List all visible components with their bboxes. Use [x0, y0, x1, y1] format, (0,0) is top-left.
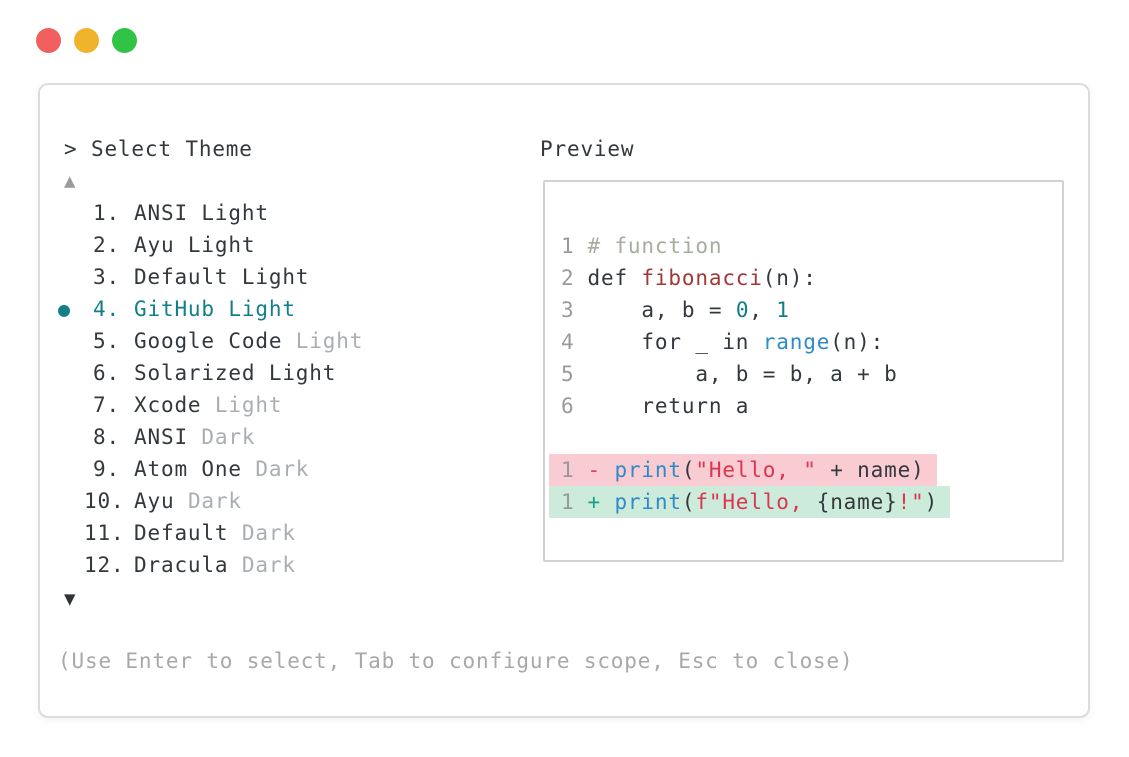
code-line: 3 a, b = 0, 1: [545, 294, 1062, 326]
keyboard-hint: (Use Enter to select, Tab to configure s…: [58, 649, 854, 673]
theme-item-number: 11.: [84, 521, 125, 545]
theme-item-number: 1.: [93, 201, 120, 225]
theme-item-number: 5.: [93, 329, 120, 353]
theme-item-number: 12.: [84, 553, 125, 577]
maximize-button[interactable]: [112, 28, 137, 53]
close-button[interactable]: [36, 28, 61, 53]
theme-item-number: 4.: [93, 297, 120, 321]
code-token: +: [587, 490, 615, 514]
theme-list-item[interactable]: ● 4. GitHub Light: [58, 293, 363, 325]
theme-item-label: Google Code: [134, 329, 296, 353]
scroll-down-icon[interactable]: ▼: [64, 588, 77, 610]
theme-item-label: GitHub Light: [134, 297, 296, 321]
code-token: a, b = b, a + b: [587, 362, 898, 386]
code-line: 6 return a: [545, 390, 1062, 422]
theme-item-variant: Dark: [241, 553, 296, 577]
code-token: 0: [735, 298, 750, 322]
theme-item-number: 7.: [93, 393, 120, 417]
code-token: # function: [587, 234, 723, 258]
code-token: (: [681, 458, 696, 482]
code-token: a, b =: [587, 298, 736, 322]
theme-item-label: ANSI: [134, 425, 202, 449]
code-token: !": [897, 490, 925, 514]
theme-item-number: 10.: [84, 489, 125, 513]
theme-list-item[interactable]: 8. ANSI Dark: [58, 421, 363, 453]
code-line: 5 a, b = b, a + b: [545, 358, 1062, 390]
theme-list-item[interactable]: 10. Ayu Dark: [58, 485, 363, 517]
code-token: print: [614, 490, 682, 514]
code-token: (n):: [762, 266, 817, 290]
theme-item-variant: Dark: [255, 457, 310, 481]
code-token: f"Hello,: [695, 490, 817, 514]
code-token: def: [587, 266, 642, 290]
code-line: 2 def fibonacci(n):: [545, 262, 1062, 294]
theme-item-label: Dracula: [134, 553, 242, 577]
theme-list: 1. ANSI Light 2. Ayu Light 3. Default Light ● 4…: [58, 197, 363, 581]
code-token: {name}: [816, 490, 898, 514]
line-number: 1: [561, 490, 575, 514]
line-number: 4: [561, 330, 575, 354]
theme-list-item[interactable]: 2. Ayu Light: [58, 229, 363, 261]
theme-list-item[interactable]: 11. Default Dark: [58, 517, 363, 549]
theme-list-item[interactable]: 5. Google Code Light: [58, 325, 363, 357]
code-token: + name): [816, 458, 925, 482]
theme-picker-window: > Select Theme ▲ 1. ANSI Light 2. Ayu Light…: [38, 83, 1090, 718]
theme-picker-prompt: > Select Theme: [64, 137, 253, 161]
theme-list-item[interactable]: 3. Default Light: [58, 261, 363, 293]
code-token: fibonacci: [641, 266, 763, 290]
theme-item-label: Ayu: [134, 489, 188, 513]
theme-list-item[interactable]: 7. Xcode Light: [58, 389, 363, 421]
diff-line-added: 1 + print(f"Hello, {name}!"): [549, 486, 951, 518]
line-number: 1: [561, 234, 575, 258]
code-token: return a: [587, 394, 750, 418]
scroll-up-icon[interactable]: ▲: [64, 170, 77, 192]
theme-item-variant: Dark: [187, 489, 242, 513]
code-line: 4 for _ in range(n):: [545, 326, 1062, 358]
code-token: (: [681, 490, 696, 514]
theme-item-label: Solarized Light: [134, 361, 337, 385]
theme-item-variant: Light: [214, 393, 283, 417]
theme-item-label: Xcode: [134, 393, 215, 417]
theme-list-item[interactable]: 9. Atom One Dark: [58, 453, 363, 485]
code-token: -: [587, 458, 615, 482]
theme-list-item[interactable]: 1. ANSI Light: [58, 197, 363, 229]
theme-item-label: Default Light: [134, 265, 310, 289]
code-token: 1: [776, 298, 790, 322]
code-token: "Hello, ": [695, 458, 817, 482]
theme-item-number: 3.: [93, 265, 120, 289]
theme-item-label: Atom One: [134, 457, 256, 481]
minimize-button[interactable]: [74, 28, 99, 53]
line-number: 6: [561, 394, 575, 418]
line-number: 2: [561, 266, 575, 290]
selected-bullet-icon: ●: [58, 297, 71, 321]
theme-list-item[interactable]: 6. Solarized Light: [58, 357, 363, 389]
theme-item-variant: Dark: [241, 521, 296, 545]
diff-line-removed: 1- print("Hello, " + name): [549, 454, 937, 486]
code-token: (n):: [830, 330, 885, 354]
theme-item-variant: Light: [295, 329, 364, 353]
code-token: ): [924, 490, 939, 514]
line-number: 1: [561, 458, 575, 482]
code-token: print: [614, 458, 682, 482]
theme-item-label: Default: [134, 521, 242, 545]
theme-item-label: ANSI Light: [134, 201, 269, 225]
code-token: range: [762, 330, 831, 354]
code-line: 1 # function: [545, 230, 1062, 262]
theme-item-number: 9.: [93, 457, 120, 481]
theme-item-number: 8.: [93, 425, 120, 449]
code-blank-line: [545, 422, 1062, 454]
line-number: 3: [561, 298, 575, 322]
preview-title: Preview: [540, 137, 635, 161]
theme-list-item[interactable]: 12. Dracula Dark: [58, 549, 363, 581]
line-number: 5: [561, 362, 575, 386]
window-controls: [36, 28, 137, 53]
theme-item-number: 6.: [93, 361, 120, 385]
theme-item-variant: Dark: [201, 425, 256, 449]
theme-item-label: Ayu Light: [134, 233, 256, 257]
code-token: ,: [749, 298, 777, 322]
code-token: for _ in: [587, 330, 763, 354]
theme-item-number: 2.: [93, 233, 120, 257]
